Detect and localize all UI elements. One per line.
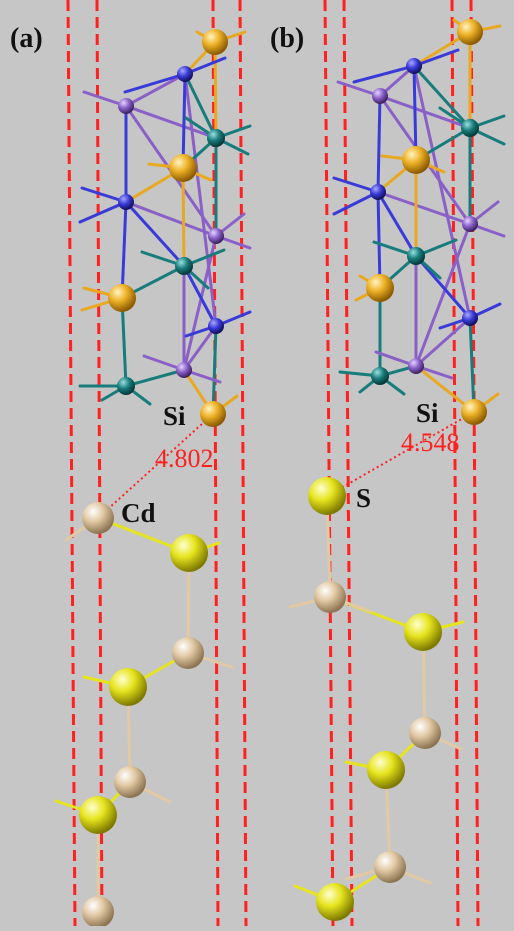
panel-a-si-atom-10: [202, 29, 228, 55]
panel-b-purple-bond-6: [378, 94, 472, 130]
panel-b-atom-b2-5-stub-2: [332, 190, 380, 216]
panel-b-s-label: S: [356, 483, 371, 513]
panel-b-blue-bond-2: [376, 94, 382, 194]
atoms: [79, 19, 487, 928]
panel-b-si-atom-10: [457, 19, 483, 45]
cell-boundary-line-8: [469, 0, 480, 927]
panel-b-purple-bond-7: [376, 190, 472, 226]
cell-boundary-line-7: [450, 0, 460, 927]
panel-b-purple-bond-5: [414, 316, 472, 368]
panel-b-s-atom-7: [316, 883, 354, 921]
panel-a-s-atom-2: [170, 534, 208, 572]
cell-boundary-line-3: [211, 0, 220, 927]
panel-a-teal-bond-6: [211, 324, 218, 416]
panel-a-cd-label: Cd: [121, 498, 156, 528]
panel-a-teal-bond-5: [124, 368, 186, 388]
panel-a-s-atom-4: [109, 668, 147, 706]
panel-a-cd-atom-7: [82, 896, 114, 928]
panel-b-purple-bond-3: [412, 64, 472, 320]
panel-a-cd-atom-3: [172, 637, 204, 669]
panel-a-blue-atom-4: [118, 194, 134, 210]
panel-a-teal-bond-7: [183, 72, 218, 140]
panel-a-blue-atom-7: [208, 318, 224, 334]
panel-a-blue-bond-5: [124, 200, 186, 268]
panel-a-purple-bond-7: [124, 200, 218, 238]
panel-a-si-atom-11: [169, 154, 197, 182]
panel-a-si-atom-13: [200, 401, 226, 427]
panel-b-blue-atom-4: [370, 184, 386, 200]
cell-boundary-line-6: [342, 0, 354, 927]
panel-b-purple-bond-4: [414, 222, 472, 368]
panel-a-atom-b2-5-stub-2: [78, 200, 128, 224]
panel-a-si-atom-12: [108, 284, 136, 312]
panel-a-cd-atom-1: [82, 502, 114, 534]
panel-b-distance-line: [326, 411, 475, 497]
panel-a-purple-atom-8: [176, 362, 192, 378]
panel-b-purple-atom-8: [408, 358, 424, 374]
panel-b-cd-atom-2: [314, 581, 346, 613]
panel-a-teal-atom-6: [175, 257, 193, 275]
panel-a-blue-bond-1: [181, 72, 187, 170]
panel-b-purple-atom-5: [462, 216, 478, 232]
panel-b-teal-atom-6: [407, 247, 425, 265]
cell-boundaries: [66, 0, 480, 927]
panel-a-cd-atom-5: [114, 766, 146, 798]
panel-b-label: (b): [270, 23, 304, 54]
panel-a-blue-atom-2: [177, 66, 193, 82]
panel-a-blue-bond-3: [120, 200, 128, 300]
panel-a-s-atom-6: [79, 796, 117, 834]
panel-b-teal-bond-7: [412, 64, 472, 130]
panel-b-teal-bond-6: [468, 316, 476, 414]
panel-a-purple-bond-6: [124, 104, 218, 140]
panel-a-purple-bond-1: [124, 72, 187, 108]
distance-lines: [97, 411, 475, 519]
panel-a-label: (a): [10, 23, 43, 54]
panel-b-blue-atom-7: [462, 310, 478, 326]
panel-b-si-atom-13: [461, 399, 487, 425]
panel-a-atom-b1-1-stub-1: [123, 72, 187, 94]
panel-a-purple-bond-4: [182, 234, 218, 372]
panel-a-distance-line: [97, 413, 214, 519]
panel-a-gold-bond-4: [213, 40, 218, 140]
panel-b-cd-atom-6: [374, 851, 406, 883]
panel-b-blue-bond-5: [376, 190, 418, 258]
panel-a-purple-atom-1: [118, 98, 134, 114]
panel-a-distance-label: 4.802: [155, 444, 214, 473]
panel-b-blue-bond-3: [376, 190, 382, 290]
panel-b-s-atom-1: [308, 477, 346, 515]
panel-b-blue-bond-1: [412, 64, 418, 162]
panel-a-si-label: Si: [163, 401, 186, 431]
panel-a-purple-bond-3: [183, 72, 218, 328]
panel-a-teal-atom-9: [117, 377, 135, 395]
panel-b-blue-bond-4: [414, 254, 472, 320]
panel-a-teal-atom-3: [207, 129, 225, 147]
panel-b-s-atom-3: [404, 613, 442, 651]
panel-a-purple-atom-5: [208, 228, 224, 244]
cell-boundary-line-2: [95, 0, 104, 927]
panel-b-si-label: Si: [416, 398, 439, 428]
panel-a-blue-bond-4: [182, 264, 218, 328]
panel-b-si-atom-12: [366, 274, 394, 302]
panel-b-si-atom-11: [402, 146, 430, 174]
panel-b-cd-atom-4: [409, 717, 441, 749]
panel-b-teal-atom-9: [371, 367, 389, 385]
cell-boundary-line-5: [323, 0, 335, 927]
cell-boundary-line-1: [66, 0, 77, 927]
panel-b-blue-atom-2: [406, 58, 422, 74]
panel-b-s-atom-5: [367, 751, 405, 789]
panel-a-purple-bond-5: [182, 324, 218, 372]
panel-b-teal-atom-3: [461, 119, 479, 137]
panel-b-purple-atom-1: [372, 88, 388, 104]
panel-b-atom-b1-1-stub-1: [352, 64, 416, 84]
panel-b-distance-label: 4.548: [401, 428, 460, 457]
cell-boundary-line-4: [238, 0, 248, 927]
panel-a-gold-bond-3: [181, 166, 186, 268]
panel-a-teal-bond-4: [120, 296, 128, 388]
